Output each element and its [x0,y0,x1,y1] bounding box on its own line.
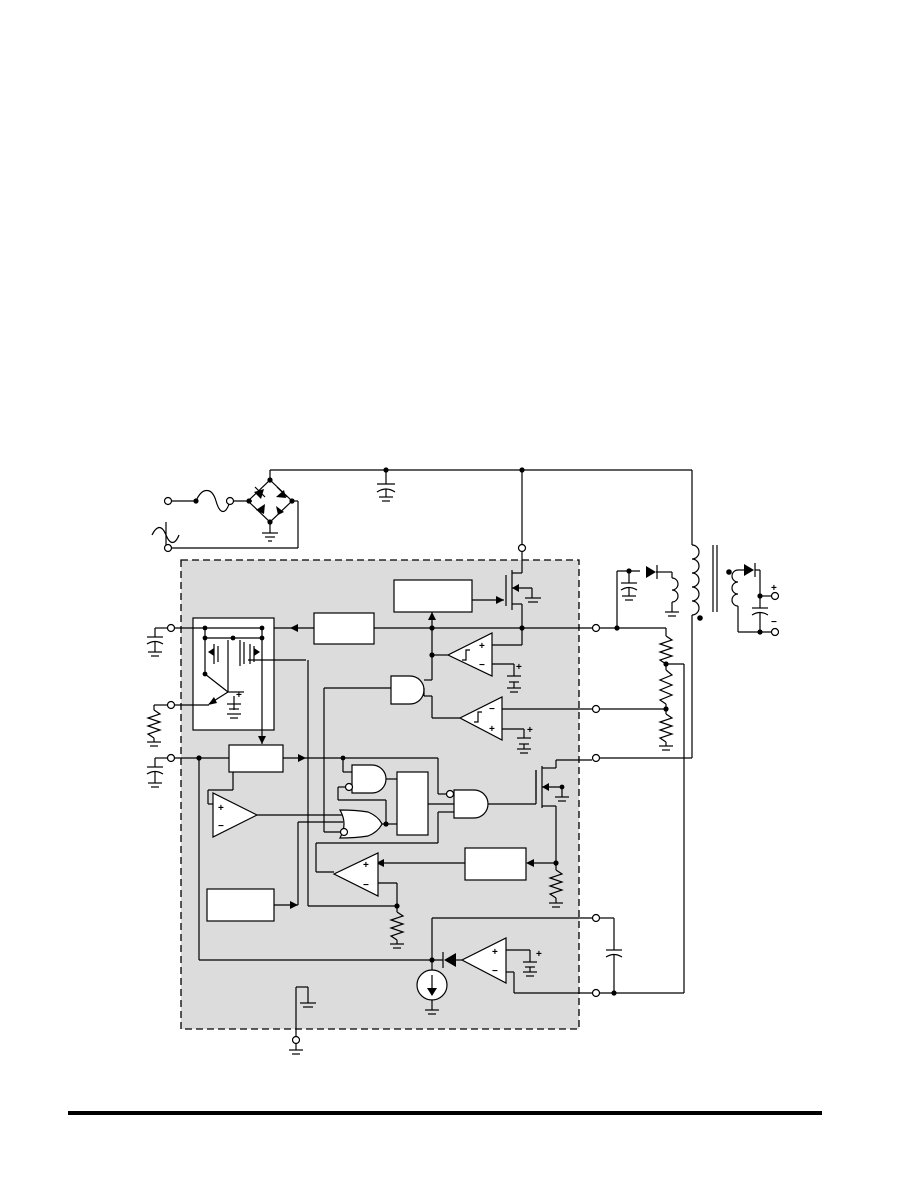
drain-pin [517,543,527,553]
page-rule [68,1111,822,1115]
svg-text:+: + [536,949,542,960]
svg-text:−: − [492,966,498,977]
sense-resistor [548,863,564,908]
svg-text:+: + [489,724,495,735]
current-comparator: + − [332,852,379,897]
transformer [691,544,739,758]
feedback-amplifier: + − [460,937,507,984]
uv-comparator: + − + [446,628,523,693]
rset-pin [166,700,176,710]
bulk-capacitor [376,470,396,502]
softstart-capacitor [146,758,164,788]
softstart-block [228,744,284,773]
ac-input [151,489,299,553]
or-gate [338,809,383,839]
svg-text:+: + [516,662,522,673]
and-gate-uvov [390,675,425,705]
divider-resistors [658,628,674,751]
regulator-block [313,612,375,645]
svg-text:+: + [218,803,224,814]
rset-resistor [146,705,162,747]
svg-text:+: + [771,583,777,594]
comp-pin [591,913,601,923]
svg-text:−: − [489,704,495,715]
softstart-pin [166,753,176,763]
bypass-pin [166,623,176,633]
oscillator-block [206,888,275,922]
vcc-capacitor [620,571,638,601]
startup-mosfet [472,552,541,628]
startup-control-block [393,579,473,613]
power-mosfet [535,760,569,866]
svg-text:−: − [771,617,777,628]
svg-text:+: + [527,725,533,736]
current-sense-block [464,847,527,881]
ov-pin [591,704,601,714]
bridge-rectifier [246,477,295,542]
fb-pin [591,988,601,998]
output-stage: + − [737,563,780,637]
svg-text:+: + [363,860,369,871]
output-negative-terminal [770,627,780,637]
svg-text:+: + [479,641,485,652]
and-gate-1 [344,764,387,794]
reference-internals: + [175,625,306,744]
ground-pin [289,986,316,1055]
svg-text:−: − [363,880,369,891]
aux-diode [646,565,672,579]
switch-pin [591,753,601,763]
limit-resistor [389,906,405,949]
output-positive-terminal [770,591,780,601]
comp-capacitor [605,918,623,993]
bypass-capacitor [146,628,164,657]
svg-text:−: − [479,660,485,671]
current-source [416,960,448,1015]
ov-comparator: − + + [458,696,592,754]
aux-winding [665,572,679,617]
svg-text:−: − [218,821,224,832]
latch-block [396,771,429,836]
vcc-pin [591,623,601,633]
svg-text:+: + [492,947,498,958]
svg-text:+: + [236,690,242,701]
and-gate-output [445,789,489,819]
fuse [195,489,231,513]
error-amplifier: + − [212,792,259,838]
